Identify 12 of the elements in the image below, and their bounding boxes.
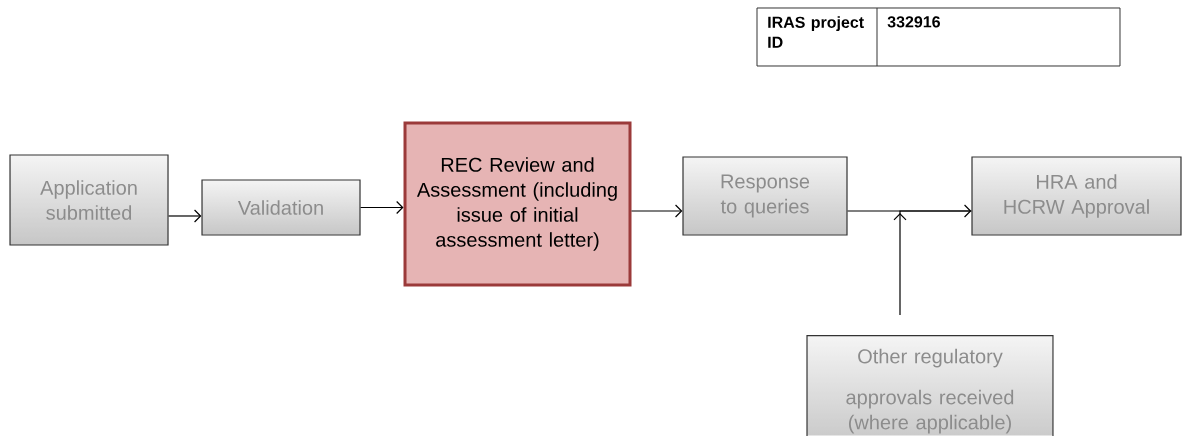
table-cell: 332916	[887, 16, 940, 28]
process-box: Application submitted	[9, 154, 169, 246]
process-box: Other regulatory approvals received (where applicable)	[806, 335, 1054, 436]
process-box: Response to queries	[682, 156, 848, 236]
highlighted-process-box: REC Review and Assessment (including issue of initial assessment letter)	[403, 121, 632, 287]
process-box: Validation	[201, 179, 361, 236]
arrow	[847, 204, 972, 218]
process-box: HRA and HCRW Approval	[971, 156, 1182, 236]
arrow	[168, 209, 202, 223]
arrow	[630, 204, 683, 218]
table-cell: IRAS project ID	[768, 16, 864, 48]
arrow	[360, 200, 404, 215]
